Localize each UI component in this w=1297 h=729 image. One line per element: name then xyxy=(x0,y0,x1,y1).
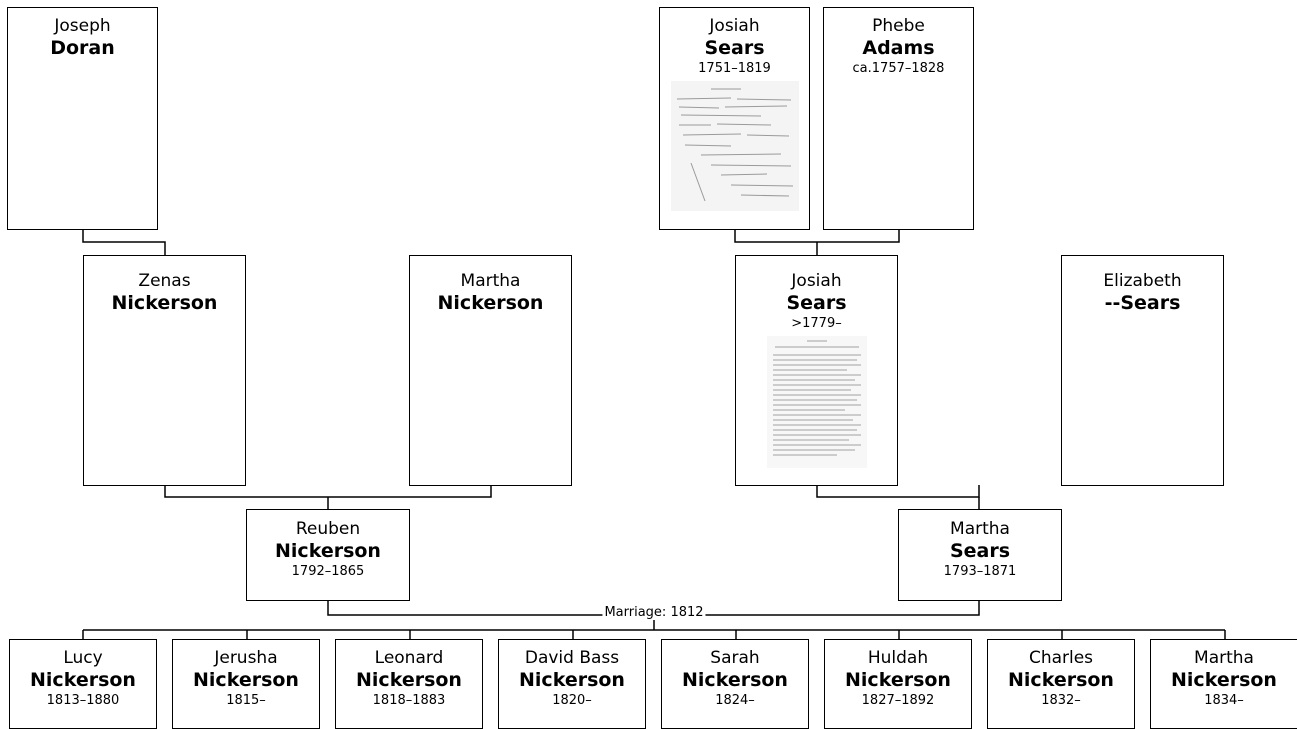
life-dates: 1815– xyxy=(226,693,266,708)
connector-doran-zenas xyxy=(82,229,166,256)
life-dates: 1793–1871 xyxy=(943,564,1017,579)
person-card-phebe-adams[interactable]: Phebe Adams ca.1757–1828 xyxy=(823,7,974,230)
life-dates: 1834– xyxy=(1204,693,1244,708)
first-name: Josiah xyxy=(791,271,842,291)
person-card-child[interactable]: Leonard Nickerson 1818–1883 xyxy=(335,639,483,729)
life-dates: 1820– xyxy=(552,693,592,708)
first-name: Martha xyxy=(460,271,521,291)
first-name: Joseph xyxy=(54,16,111,36)
last-name: Sears xyxy=(786,292,847,314)
first-name: Phebe xyxy=(872,16,925,36)
life-dates: 1813–1880 xyxy=(46,693,120,708)
person-card-elizabeth-sears[interactable]: Elizabeth --Sears xyxy=(1061,255,1224,486)
last-name: Nickerson xyxy=(275,540,381,562)
last-name: Nickerson xyxy=(519,669,625,691)
last-name: Nickerson xyxy=(111,292,218,314)
last-name: Nickerson xyxy=(437,292,544,314)
first-name: David Bass xyxy=(524,648,620,668)
person-card-child[interactable]: Martha Nickerson 1834– xyxy=(1150,639,1297,729)
person-card-child[interactable]: Jerusha Nickerson 1815– xyxy=(172,639,320,729)
last-name: Nickerson xyxy=(1171,669,1277,691)
last-name: Sears xyxy=(704,37,765,59)
first-name: Sarah xyxy=(710,648,760,668)
life-dates: 1827–1892 xyxy=(861,693,935,708)
person-card-joseph-doran[interactable]: Joseph Doran xyxy=(7,7,158,230)
connector-josiah-elizabeth xyxy=(816,485,980,498)
person-card-zenas-nickerson[interactable]: Zenas Nickerson xyxy=(83,255,246,486)
first-name: Josiah xyxy=(709,16,760,36)
marriage-label: Marriage: 1812 xyxy=(602,605,706,620)
life-dates: 1818–1883 xyxy=(372,693,446,708)
first-name: Huldah xyxy=(867,648,929,668)
connector-zenas-martha xyxy=(164,485,492,498)
last-name: Nickerson xyxy=(193,669,299,691)
first-name: Elizabeth xyxy=(1103,271,1182,291)
last-name: Nickerson xyxy=(845,669,951,691)
first-name: Reuben xyxy=(295,519,361,539)
life-dates: 1792–1865 xyxy=(291,564,365,579)
life-dates: 1751–1819 xyxy=(698,61,771,76)
life-dates: ca.1757–1828 xyxy=(852,61,945,76)
document-thumbnail-handwritten[interactable] xyxy=(670,81,799,211)
person-card-child[interactable]: Lucy Nickerson 1813–1880 xyxy=(9,639,157,729)
life-dates: >1779– xyxy=(791,316,842,331)
last-name: Adams xyxy=(862,37,935,59)
last-name: Nickerson xyxy=(356,669,462,691)
last-name: Nickerson xyxy=(682,669,788,691)
last-name: Sears xyxy=(949,540,1011,562)
person-card-child[interactable]: Charles Nickerson 1832– xyxy=(987,639,1135,729)
first-name: Lucy xyxy=(63,648,103,668)
last-name: --Sears xyxy=(1104,292,1181,314)
life-dates: 1832– xyxy=(1041,693,1081,708)
person-card-josiah-sears-sr[interactable]: Josiah Sears 1751–1819 xyxy=(659,7,810,230)
life-dates: 1824– xyxy=(715,693,755,708)
last-name: Doran xyxy=(50,37,115,59)
document-thumbnail-printed[interactable] xyxy=(766,336,867,468)
last-name: Nickerson xyxy=(1008,669,1114,691)
first-name: Martha xyxy=(950,519,1010,539)
person-card-child[interactable]: Sarah Nickerson 1824– xyxy=(661,639,809,729)
person-card-child[interactable]: Huldah Nickerson 1827–1892 xyxy=(824,639,972,729)
first-name: Jerusha xyxy=(214,648,278,668)
connector-sears-adams xyxy=(734,229,900,243)
first-name: Martha xyxy=(1194,648,1254,668)
person-card-josiah-sears-jr[interactable]: Josiah Sears >1779– xyxy=(735,255,898,486)
first-name: Zenas xyxy=(138,271,191,291)
person-card-martha-nickerson[interactable]: Martha Nickerson xyxy=(409,255,572,486)
first-name: Charles xyxy=(1028,648,1094,668)
person-card-child[interactable]: David Bass Nickerson 1820– xyxy=(498,639,646,729)
first-name: Leonard xyxy=(374,648,444,668)
person-card-reuben-nickerson[interactable]: Reuben Nickerson 1792–1865 xyxy=(246,509,410,601)
last-name: Nickerson xyxy=(30,669,136,691)
person-card-martha-sears[interactable]: Martha Sears 1793–1871 xyxy=(898,509,1062,601)
